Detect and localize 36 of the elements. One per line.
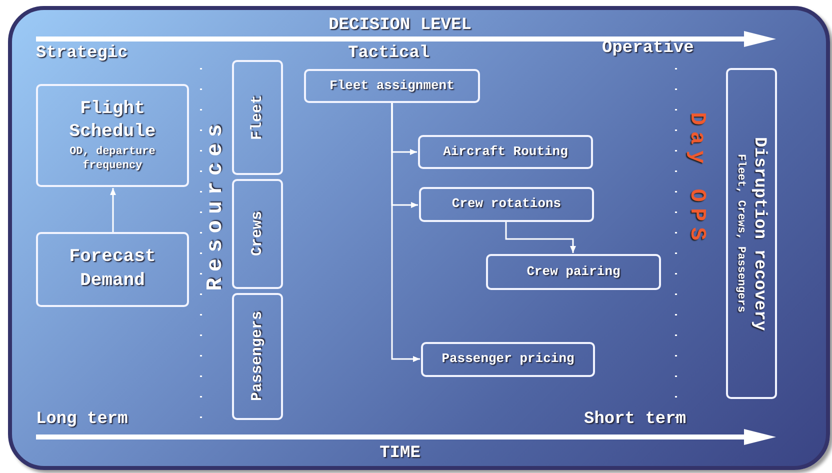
process-box: [418, 135, 593, 169]
node-title: Flight Schedule: [68, 98, 157, 144]
process-box: [36, 232, 189, 307]
node-title: Passengers: [248, 311, 267, 402]
axis-label: Short term: [584, 410, 686, 430]
process-box: [421, 342, 595, 377]
node-subtitle: Fleet, Crews, Passengers: [734, 154, 748, 313]
arrow: [110, 188, 116, 232]
node-title: Disruption recovery: [748, 136, 770, 330]
process-box: [36, 84, 189, 187]
node-title: Fleet: [248, 94, 267, 140]
arrow: [505, 222, 576, 253]
node-subtitle: OD, departure frequency: [68, 144, 156, 174]
axis-label: Long term: [36, 410, 128, 430]
process-box: [726, 68, 777, 399]
node-title: Fleet assignment: [330, 78, 454, 94]
axis-title: DECISION LEVEL: [328, 16, 472, 36]
resource-box: [232, 179, 283, 289]
node-title: Passenger pricing: [442, 351, 574, 368]
node-title: Crews: [248, 211, 267, 256]
process-box: [419, 187, 594, 222]
column-heading: Operative: [602, 39, 694, 59]
resource-box: [232, 293, 283, 420]
node-title: Aircraft Routing: [443, 144, 568, 160]
rotated-heading: Day OPS: [684, 112, 710, 246]
process-box: [304, 69, 480, 103]
node-title: Crew pairing: [526, 264, 620, 280]
rotated-heading: Resources: [203, 118, 228, 291]
column-heading: Strategic: [36, 44, 128, 64]
column-heading: Tactical: [348, 44, 430, 64]
node-title: Crew rotations: [452, 196, 562, 213]
resource-box: [232, 60, 283, 175]
axis-title: TIME: [380, 444, 420, 464]
arrow: [391, 103, 420, 362]
process-box: [486, 254, 661, 290]
node-title: Forecast Demand: [68, 246, 157, 292]
